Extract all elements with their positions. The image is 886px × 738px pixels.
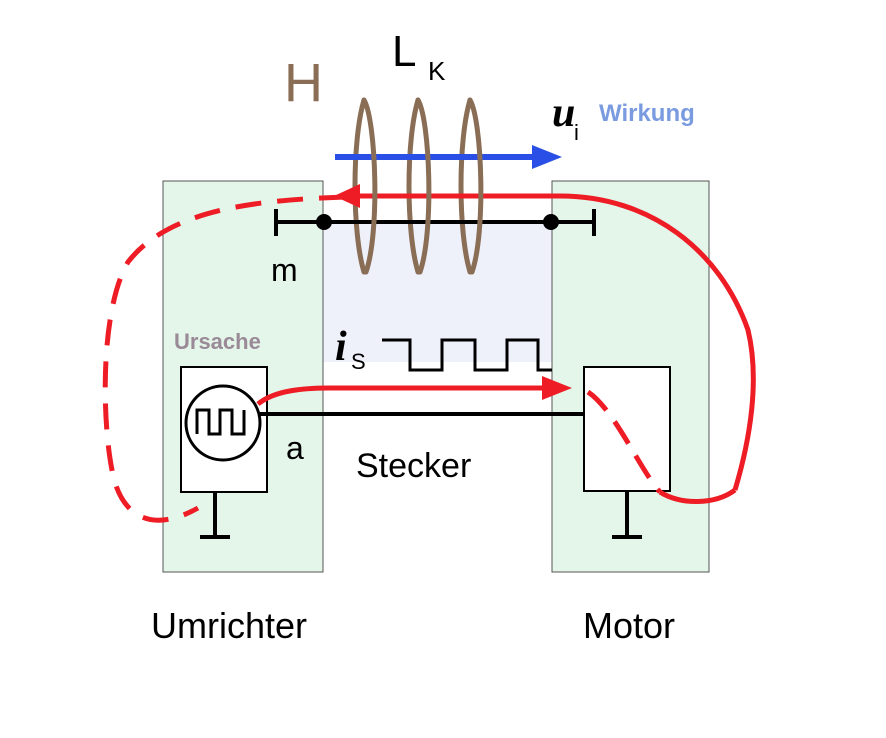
inductor-coil <box>352 97 473 275</box>
label-ursache: Ursache <box>174 329 261 354</box>
label-motor: Motor <box>583 605 675 646</box>
induced-voltage-arrow <box>335 145 562 169</box>
label-u: u <box>552 90 575 136</box>
label-L-sub: K <box>428 56 446 86</box>
ground-right <box>612 491 642 539</box>
loop-current-left-dashed <box>102 194 346 523</box>
label-a: a <box>286 430 304 466</box>
pulse-source-icon <box>184 384 262 462</box>
motor-current-dashed <box>586 389 662 494</box>
ground-left <box>200 492 230 539</box>
label-L: L <box>392 27 416 76</box>
motor-box <box>583 366 671 492</box>
loop-current-arrowhead <box>334 184 360 208</box>
label-stecker: Stecker <box>356 447 471 485</box>
signal-current-arrowhead <box>542 376 572 400</box>
label-i-sub: S <box>351 349 366 374</box>
motor-current-return <box>658 487 737 504</box>
label-wirkung: Wirkung <box>599 100 695 127</box>
junction-dot-left <box>316 214 332 230</box>
label-m: m <box>271 252 298 288</box>
loop-current-top <box>347 193 756 491</box>
label-u-sub: i <box>574 120 579 145</box>
label-umrichter: Umrichter <box>151 605 307 646</box>
junction-dot-right <box>543 214 559 230</box>
label-H: H <box>284 53 323 113</box>
inductor-coil-front <box>361 97 484 275</box>
pulse-waveform <box>382 338 552 372</box>
label-i: i <box>335 324 347 370</box>
signal-current-arrow <box>256 385 548 407</box>
